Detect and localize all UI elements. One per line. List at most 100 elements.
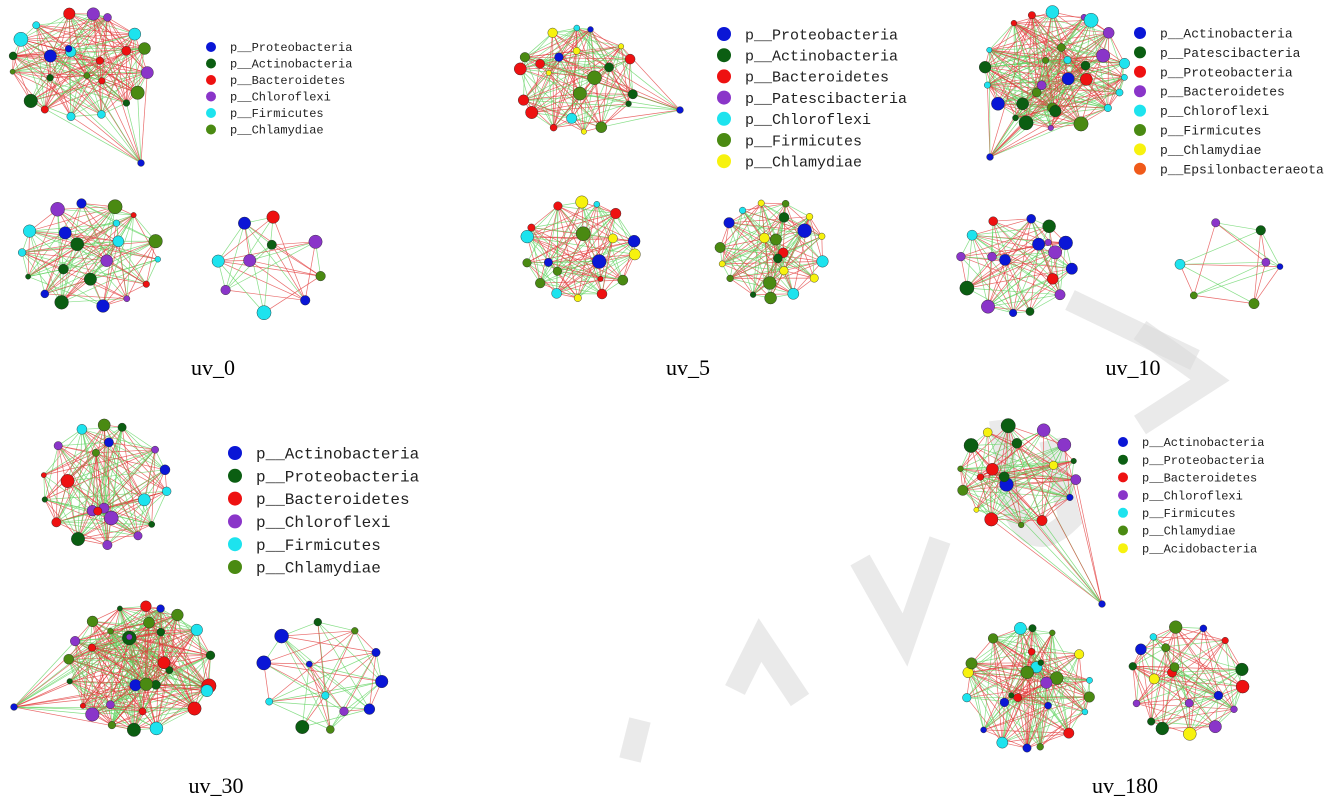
node xyxy=(96,299,110,313)
edge xyxy=(69,13,127,52)
edge xyxy=(86,50,127,76)
edge xyxy=(117,241,128,299)
edge xyxy=(74,608,161,642)
edge xyxy=(27,222,117,277)
legend-swatch xyxy=(717,27,731,41)
node xyxy=(1048,245,1063,260)
edge xyxy=(20,13,70,40)
edge xyxy=(116,222,156,242)
node xyxy=(156,604,165,613)
edge xyxy=(1067,78,1109,109)
edge xyxy=(548,240,635,263)
edge xyxy=(1061,47,1125,64)
node xyxy=(87,643,96,652)
edge xyxy=(992,444,1065,470)
edge xyxy=(1052,77,1125,109)
edge xyxy=(1174,666,1219,696)
edge xyxy=(548,29,591,74)
network-cluster xyxy=(211,210,326,321)
node xyxy=(581,128,587,135)
node xyxy=(1083,691,1095,703)
edge xyxy=(989,103,1023,158)
edge xyxy=(304,241,316,301)
edge xyxy=(102,283,147,307)
legend-item-label: p__Actinobacteria xyxy=(1142,436,1264,450)
edge xyxy=(966,679,1090,699)
edge xyxy=(1054,252,1061,295)
node xyxy=(137,493,151,507)
edge xyxy=(13,706,143,712)
edge xyxy=(760,202,779,259)
edge xyxy=(27,243,78,277)
edge xyxy=(960,468,992,520)
node xyxy=(243,254,257,267)
node xyxy=(604,62,614,73)
edge xyxy=(43,449,156,476)
edge xyxy=(324,695,331,730)
edge xyxy=(281,635,370,710)
edge xyxy=(1013,22,1043,86)
edge xyxy=(992,425,1009,470)
node xyxy=(1018,115,1034,131)
edges xyxy=(263,621,383,730)
node xyxy=(41,472,47,478)
edge xyxy=(540,240,635,284)
edge xyxy=(1132,666,1152,722)
node xyxy=(566,112,578,124)
edge xyxy=(58,445,96,454)
edge xyxy=(44,50,127,110)
node xyxy=(1012,114,1019,122)
legend-item-label: p__Actinobacteria xyxy=(745,49,898,66)
node xyxy=(966,229,978,241)
nodes xyxy=(10,600,217,737)
edge xyxy=(126,48,145,104)
edge xyxy=(548,72,595,79)
edge xyxy=(967,672,1049,706)
edge xyxy=(101,50,127,82)
edge xyxy=(719,202,762,248)
edge xyxy=(119,608,178,616)
edge xyxy=(1151,708,1235,722)
edge xyxy=(155,684,195,709)
edge xyxy=(1004,464,1054,478)
edge xyxy=(526,205,559,237)
node xyxy=(1031,87,1042,98)
edge xyxy=(539,27,578,65)
node xyxy=(76,198,87,209)
edge xyxy=(1193,295,1255,304)
edge xyxy=(1012,252,1056,314)
edge xyxy=(1063,444,1103,605)
edge xyxy=(989,49,1120,93)
edge xyxy=(1036,92,1108,109)
edge xyxy=(63,240,119,270)
edge xyxy=(1013,22,1052,129)
node xyxy=(51,517,62,528)
edge xyxy=(742,210,765,239)
edge xyxy=(133,655,211,731)
node xyxy=(256,305,272,321)
edge xyxy=(269,652,377,702)
edge xyxy=(102,214,134,307)
edge xyxy=(983,628,1033,731)
edge xyxy=(966,268,1072,289)
edge xyxy=(57,445,79,540)
edge xyxy=(1068,78,1120,93)
node xyxy=(80,702,86,709)
edge xyxy=(67,480,105,509)
edge xyxy=(967,672,1003,743)
edge xyxy=(57,206,116,210)
edge xyxy=(269,701,370,710)
edge xyxy=(720,247,784,254)
node xyxy=(525,106,539,119)
legend-uv-0: p__Proteobacteriap__Actinobacteriap__Bac… xyxy=(206,41,352,138)
edge xyxy=(1054,47,1062,112)
node xyxy=(956,252,966,262)
edge xyxy=(601,254,636,295)
node xyxy=(1086,677,1093,684)
edge xyxy=(50,13,94,57)
edge xyxy=(1171,672,1191,734)
edge xyxy=(144,629,198,684)
edge xyxy=(68,48,72,117)
edge xyxy=(35,24,69,49)
legend-item-label: p__Chloroflexi xyxy=(1160,104,1269,119)
